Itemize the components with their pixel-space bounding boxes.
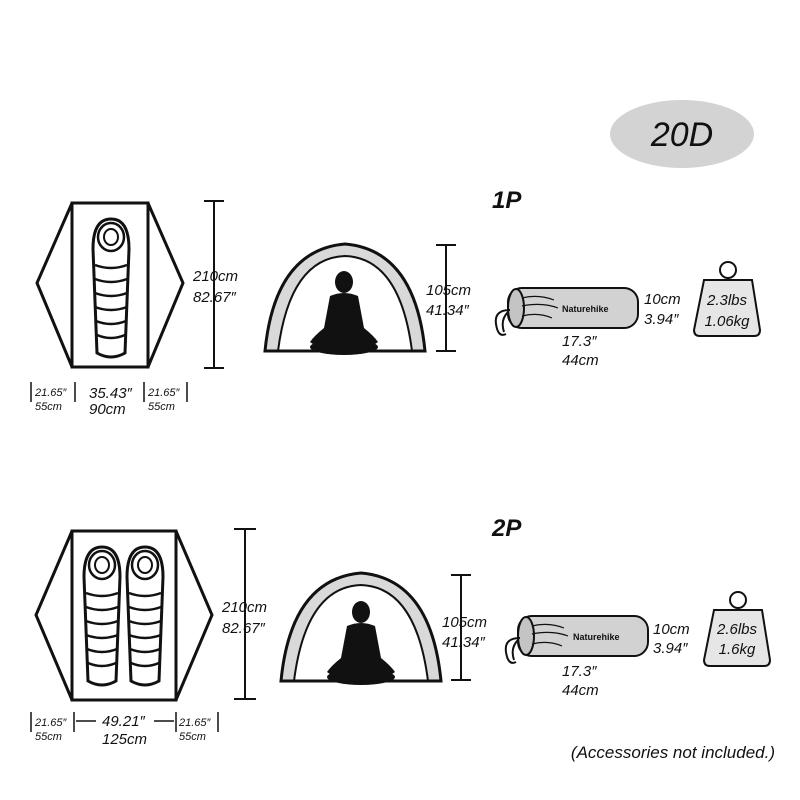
inner-width-in-1p: 35.43″ [89,385,133,402]
inner-width-cm-1p: 90cm [89,401,126,418]
inner-width-in-2p: 49.21″ [102,713,146,730]
height-dimension-2p: 105cm 41.34″ [442,574,487,681]
tent-front-view-2p [279,571,443,685]
vest-left-cm-2p: 55cm [35,731,62,743]
pack-diameter-cm-1p: 10cm [644,291,681,308]
pack-length-in-2p: 17.3″ [562,663,597,680]
pack-length-cm-1p: 44cm [562,352,599,369]
brand-logo-2p: Naturehike [573,632,620,642]
height-in-2p: 41.34″ [442,634,486,651]
length-in-2p: 82.67″ [222,620,266,637]
width-dimensions-1p: 21.65″ 55cm 35.43″ 90cm 21.65″ 55cm [30,382,188,418]
vest-right-cm-1p: 55cm [148,401,175,413]
packed-bag-1p: Naturehike 10cm 3.94″ 17.3″ 44cm [494,287,681,369]
height-dimension-1p: 105cm 41.34″ [426,244,471,352]
weight-2p: 2.6lbs 1.6kg [703,591,771,667]
pack-length-in-1p: 17.3″ [562,333,597,350]
height-cm-2p: 105cm [442,614,487,631]
height-in-1p: 41.34″ [426,302,470,319]
vest-right-in-1p: 21.65″ [147,387,181,399]
length-in-1p: 82.67″ [193,289,237,306]
length-dimension-1p: 210cm 82.67″ [192,200,238,369]
vest-right-in-2p: 21.65″ [178,717,212,729]
packed-bag-2p: Naturehike 10cm 3.94″ 17.3″ 44cm [504,615,690,699]
weight-lbs-2p: 2.6lbs [716,621,758,638]
vest-left-in-1p: 21.65″ [34,387,68,399]
weight-1p: 2.3lbs 1.06kg [693,261,761,337]
weight-kg-1p: 1.06kg [704,313,750,330]
width-dimensions-2p: 21.65″ 55cm 49.21″ 125cm 21.65″ 55cm [30,712,219,748]
length-dimension-2p: 210cm 82.67″ [221,528,267,700]
section-1p: 1P 210cm 82.67″ 21.65″ 55cm 35.43″ 90cm … [30,187,761,418]
section-1p-label: 1P [492,187,522,214]
floor-plan-2p [34,529,214,702]
tent-front-view-1p [263,242,427,355]
floor-plan-1p [35,201,185,369]
vest-left-cm-1p: 55cm [35,401,62,413]
pack-diameter-in-1p: 3.94″ [644,311,679,328]
badge-label: 20D [650,116,713,154]
weight-kg-2p: 1.6kg [719,641,756,658]
brand-logo-1p: Naturehike [562,304,609,314]
length-cm-2p: 210cm [221,599,267,616]
pack-diameter-in-2p: 3.94″ [653,640,688,657]
section-2p: 2P 210cm 82.67″ 21.65″ 55cm 49.21″ 125cm [30,515,771,748]
sleeping-bag-icon [125,545,165,687]
footnote: (Accessories not included.) [571,743,775,762]
pack-length-cm-2p: 44cm [562,682,599,699]
height-cm-1p: 105cm [426,282,471,299]
sleeping-bag-icon [91,217,131,359]
length-cm-1p: 210cm [192,268,238,285]
sleeping-bag-icon [82,545,122,687]
vest-left-in-2p: 21.65″ [34,717,68,729]
material-badge: 20D [610,100,754,168]
inner-width-cm-2p: 125cm [102,731,147,748]
pack-diameter-cm-2p: 10cm [653,621,690,638]
vest-right-cm-2p: 55cm [179,731,206,743]
section-2p-label: 2P [491,515,522,542]
weight-lbs-1p: 2.3lbs [706,292,748,309]
